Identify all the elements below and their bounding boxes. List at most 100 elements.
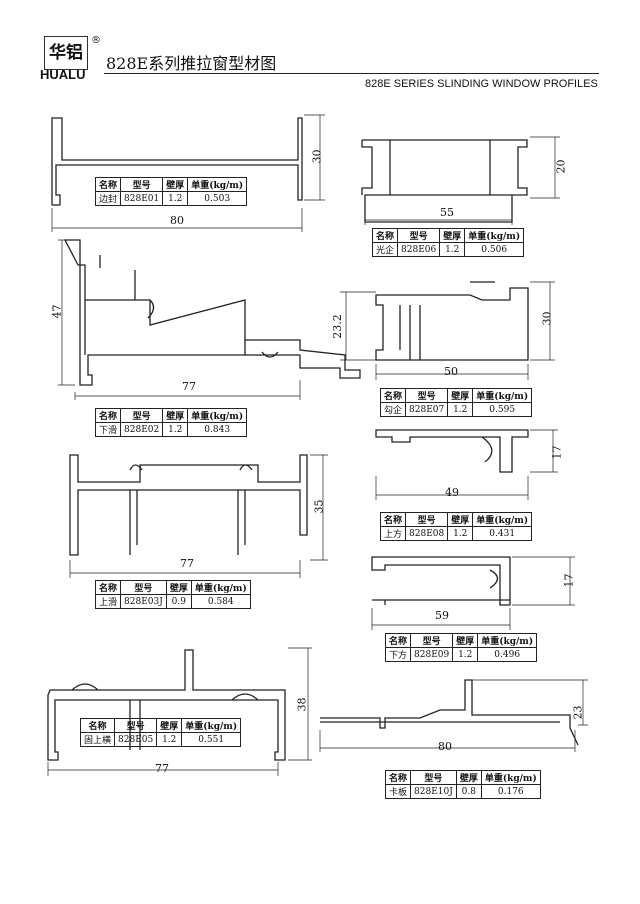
cell-name: 光企 xyxy=(371,242,399,257)
dim-height: 23 xyxy=(571,705,585,720)
cell-name: 下滑 xyxy=(94,422,122,437)
profile-828E09 xyxy=(371,556,511,606)
dim-width: 50 xyxy=(444,365,458,378)
profile-828E06 xyxy=(361,139,528,223)
dim-height: 30 xyxy=(310,149,324,164)
header-name: 名称 xyxy=(379,388,407,403)
profile-828E02 xyxy=(63,239,361,386)
header-weight: 单重(kg/m) xyxy=(187,177,248,192)
header-model: 型号 xyxy=(410,633,454,648)
cell-weight: 0.176 xyxy=(480,784,541,799)
header-weight: 单重(kg/m) xyxy=(472,512,533,527)
cell-model: 828E07 xyxy=(405,402,449,417)
header-name: 名称 xyxy=(384,633,412,648)
header-thickness: 壁厚 xyxy=(162,408,189,423)
cell-weight: 0.584 xyxy=(190,594,251,609)
cell-name: 固上横 xyxy=(79,732,116,747)
dim-height: 17 xyxy=(550,445,564,460)
dim-width: 77 xyxy=(182,380,196,393)
header-model: 型号 xyxy=(120,177,164,192)
profile-828E07 xyxy=(375,281,529,361)
cell-weight: 0.506 xyxy=(464,242,525,257)
dim-height: 23.2 xyxy=(330,314,344,339)
header-weight: 单重(kg/m) xyxy=(181,718,242,733)
dim-lines-e01 xyxy=(51,114,325,232)
profile-828E10J xyxy=(320,679,579,746)
dim-width: 80 xyxy=(170,214,184,227)
cell-model: 828E01 xyxy=(120,191,164,206)
cell-weight: 0.431 xyxy=(472,526,533,541)
profile-828E01 xyxy=(51,117,303,206)
cell-name: 上滑 xyxy=(94,594,122,609)
header-weight: 单重(kg/m) xyxy=(477,633,538,648)
dim-width: 80 xyxy=(438,740,452,753)
header-thickness: 壁厚 xyxy=(447,512,474,527)
cell-name: 卡板 xyxy=(384,784,412,799)
cell-weight: 0.843 xyxy=(187,422,248,437)
header-weight: 单重(kg/m) xyxy=(472,388,533,403)
header-model: 型号 xyxy=(405,388,449,403)
dim-height: 35 xyxy=(312,499,326,514)
profile-828E08 xyxy=(375,429,529,473)
header-model: 型号 xyxy=(397,228,441,243)
dim-lines-e10j xyxy=(319,679,588,752)
dim-height: 30 xyxy=(540,311,554,326)
cell-thickness: 1.2 xyxy=(162,191,189,206)
cell-thickness: 1.2 xyxy=(162,422,189,437)
cell-model: 828E10J xyxy=(410,784,457,799)
cell-name: 上方 xyxy=(379,526,407,541)
cell-thickness: 1.2 xyxy=(439,242,466,257)
cell-thickness: 0.8 xyxy=(455,784,482,799)
dim-width: 77 xyxy=(155,762,169,775)
cell-model: 828E08 xyxy=(405,526,449,541)
dim-width: 59 xyxy=(435,609,449,622)
cell-thickness: 0.9 xyxy=(165,594,192,609)
profile-828E05 xyxy=(47,649,286,761)
page-title: 828E系列推拉窗型材图 xyxy=(106,54,277,73)
cell-model: 828E06 xyxy=(397,242,441,257)
header-weight: 单重(kg/m) xyxy=(480,770,541,785)
profile-828E03J xyxy=(69,454,308,556)
header-weight: 单重(kg/m) xyxy=(190,580,251,595)
header-model: 型号 xyxy=(410,770,457,785)
header-thickness: 壁厚 xyxy=(162,177,189,192)
header-name: 名称 xyxy=(384,770,412,785)
header-weight: 单重(kg/m) xyxy=(464,228,525,243)
cell-thickness: 1.2 xyxy=(156,732,183,747)
dim-height: 47 xyxy=(50,304,64,319)
header-weight: 单重(kg/m) xyxy=(187,408,248,423)
cell-weight: 0.595 xyxy=(472,402,533,417)
cell-thickness: 1.2 xyxy=(447,402,474,417)
cell-model: 828E02 xyxy=(120,422,164,437)
dim-height: 38 xyxy=(295,697,309,712)
header-name: 名称 xyxy=(94,177,122,192)
cell-weight: 0.496 xyxy=(477,647,538,662)
header-name: 名称 xyxy=(371,228,399,243)
header-thickness: 壁厚 xyxy=(452,633,479,648)
title-rule xyxy=(104,73,599,74)
header-thickness: 壁厚 xyxy=(156,718,183,733)
header-name: 名称 xyxy=(94,408,122,423)
header-model: 型号 xyxy=(114,718,158,733)
dim-lines-e03j xyxy=(69,454,328,578)
cell-model: 828E09 xyxy=(410,647,454,662)
dim-lines-e02 xyxy=(58,239,301,400)
cell-model: 828E05 xyxy=(114,732,158,747)
dim-height: 20 xyxy=(554,159,568,174)
header-thickness: 壁厚 xyxy=(455,770,482,785)
header-thickness: 壁厚 xyxy=(447,388,474,403)
dim-lines-e07 xyxy=(340,281,555,380)
dim-lines-e09 xyxy=(371,556,575,630)
registered-mark: ® xyxy=(91,35,101,46)
dim-lines-e08 xyxy=(375,429,558,500)
